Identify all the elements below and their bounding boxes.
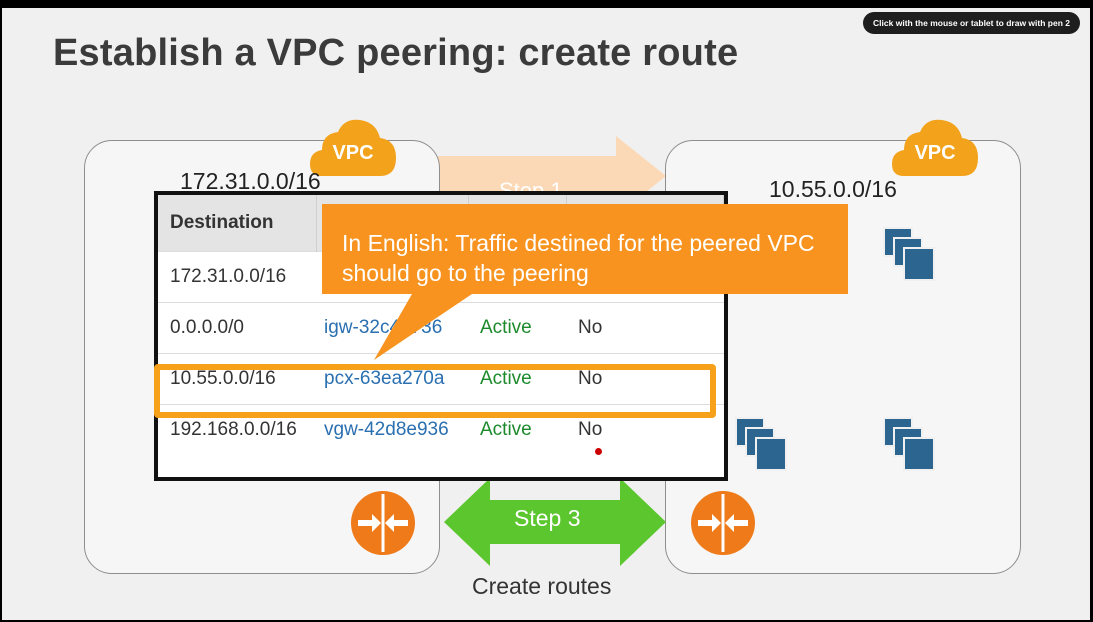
route-destination: 172.31.0.0/16 <box>158 251 316 303</box>
route-status: Active <box>468 302 566 354</box>
server-stack-icon <box>735 417 787 471</box>
table-row: 192.168.0.0/16 vgw-42d8e936 Active No <box>158 404 724 455</box>
route-destination: 0.0.0.0/0 <box>158 302 316 354</box>
step3-arrow-icon <box>444 478 666 566</box>
route-target-link[interactable]: vgw-42d8e936 <box>316 404 468 455</box>
vpc-cloud-icon: VPC <box>310 118 396 178</box>
route-propagated: No <box>566 353 724 405</box>
server-stack-icon <box>883 227 935 281</box>
slide-title: Establish a VPC peering: create route <box>53 32 739 74</box>
route-destination: 10.55.0.0/16 <box>158 353 316 405</box>
vpc-left-cidr: 172.31.0.0/16 <box>180 168 321 194</box>
column-header-destination[interactable]: Destination <box>158 195 317 252</box>
server-stack-icon <box>883 417 935 471</box>
route-destination: 192.168.0.0/16 <box>158 404 316 455</box>
table-row: 10.55.0.0/16 pcx-63ea270a Active No <box>158 353 724 405</box>
vpc-badge-label: VPC <box>914 142 956 164</box>
pen-tooltip: Click with the mouse or tablet to draw w… <box>863 12 1080 34</box>
vpc-badge-label: VPC <box>332 142 374 164</box>
route-propagated: No <box>566 404 724 455</box>
route-status: Active <box>468 404 566 455</box>
route-target-link[interactable]: igw-32c4b736 <box>316 302 468 354</box>
slide: Click with the mouse or tablet to draw w… <box>2 8 1090 620</box>
route-propagated: No <box>566 302 724 354</box>
laser-pointer-icon <box>595 448 602 455</box>
vpc-right-cidr: 10.55.0.0/16 <box>769 176 897 202</box>
callout-text: In English: Traffic destined for the pee… <box>342 230 815 286</box>
route-target-link[interactable]: pcx-63ea270a <box>316 353 468 405</box>
vpc-cloud-icon: VPC <box>892 118 978 178</box>
route-status: Active <box>468 353 566 405</box>
vpc-router-icon <box>691 491 755 555</box>
vpc-router-icon <box>351 491 415 555</box>
table-row: 0.0.0.0/0 igw-32c4b736 Active No <box>158 302 724 354</box>
step3-label: Step 3 <box>514 505 581 531</box>
create-routes-caption: Create routes <box>472 573 612 599</box>
